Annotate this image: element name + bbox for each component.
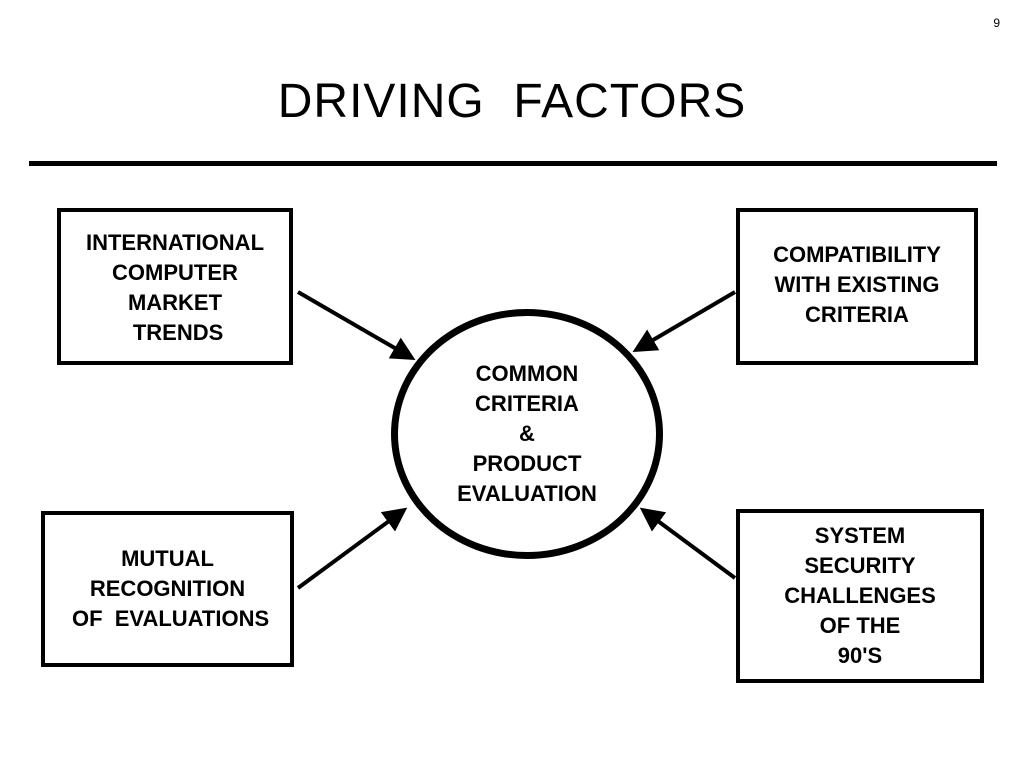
box-international-market-trends: INTERNATIONAL COMPUTER MARKET TRENDS: [57, 208, 293, 365]
box-line: COMPUTER: [112, 260, 238, 285]
box-line: MUTUAL: [121, 546, 214, 571]
center-line: COMMON: [475, 361, 579, 386]
box-mutual-recognition: MUTUAL RECOGNITION OF EVALUATIONS: [41, 511, 294, 667]
box-compatibility-existing-criteria: COMPATIBILITY WITH EXISTING CRITERIA: [736, 208, 978, 365]
box-line: 90'S: [837, 643, 883, 668]
center-circle-common-criteria: COMMON CRITERIA & PRODUCT EVALUATION: [391, 309, 663, 559]
box-line: COMPATIBILITY: [773, 242, 941, 267]
center-line: &: [519, 421, 535, 446]
box-line: TRENDS: [126, 320, 224, 345]
title-divider: [29, 161, 997, 166]
box-line: SYSTEM: [814, 523, 906, 548]
box-line: CRITERIA: [805, 302, 909, 327]
box-line: RECOGNITION: [89, 576, 246, 601]
box-line: WITH EXISTING: [774, 272, 940, 297]
center-line: EVALUATION: [457, 481, 597, 506]
page-number: 9: [993, 16, 1000, 30]
box-line: OF THE: [819, 613, 901, 638]
box-line: INTERNATIONAL: [85, 230, 265, 255]
box-system-security-challenges: SYSTEM SECURITY CHALLENGES OF THE 90'S: [736, 509, 984, 683]
center-line: CRITERIA: [475, 391, 579, 416]
arrow-bottom-right: [639, 507, 737, 580]
center-line: PRODUCT: [472, 451, 582, 476]
arrow-top-right: [632, 290, 737, 353]
page-title: DRIVING FACTORS: [277, 75, 747, 128]
arrow-top-left: [296, 290, 416, 361]
box-line: SECURITY: [804, 553, 916, 578]
box-line: OF EVALUATIONS: [65, 606, 270, 631]
arrow-bottom-left: [296, 507, 408, 590]
box-line: CHALLENGES: [784, 583, 936, 608]
box-line: MARKET: [127, 290, 223, 315]
